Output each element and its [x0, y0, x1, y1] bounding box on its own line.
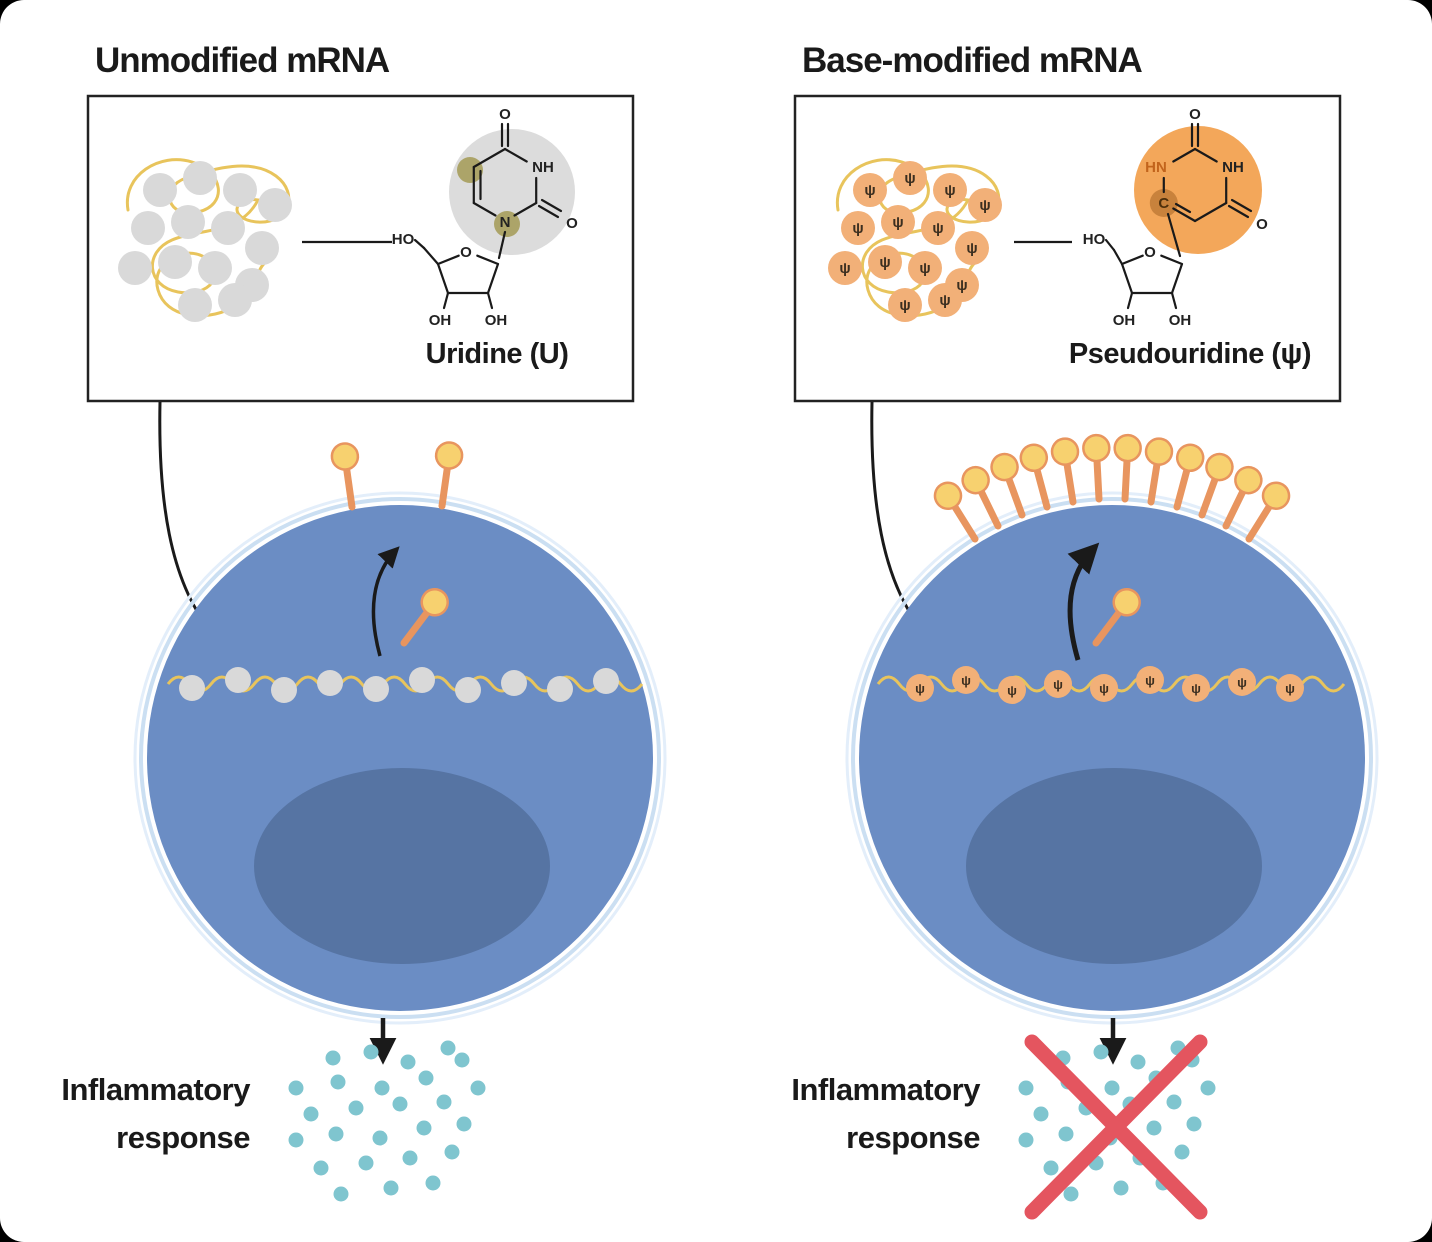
translation-arrow — [371, 546, 400, 657]
membrane-halo-outer — [133, 491, 667, 1025]
blocked-cross-icon — [1024, 1034, 1208, 1220]
svg-text:ψ: ψ — [1053, 677, 1063, 692]
receptor-pin-icon — [1083, 434, 1112, 499]
uridine-beads — [118, 161, 292, 322]
atom-o-side: O — [566, 215, 578, 232]
svg-text:ψ: ψ — [939, 292, 950, 309]
atom-c: C — [1158, 195, 1169, 212]
atom-n: N — [500, 214, 511, 231]
svg-text:ψ: ψ — [1285, 681, 1295, 696]
left-inset-box — [86, 94, 635, 403]
atom-nh: NH — [532, 159, 554, 176]
atom-oh-right: OH — [1169, 312, 1192, 329]
receptor-pin-icon — [429, 441, 464, 508]
uridine-molecule: O NH O N HO O OH OH — [392, 106, 578, 329]
pseudouridine-label: Pseudouridine (ψ) — [1069, 338, 1311, 370]
uridine-bonds — [413, 122, 563, 310]
atom-o-side: O — [1256, 216, 1268, 233]
translation-arrow — [1067, 542, 1100, 661]
atom-nh: NH — [1222, 159, 1244, 176]
svg-text:ψ: ψ — [899, 297, 910, 314]
svg-text:ψ: ψ — [979, 197, 990, 214]
atom-o-top: O — [1189, 106, 1201, 123]
svg-text:ψ: ψ — [839, 260, 850, 277]
svg-text:ψ: ψ — [932, 220, 943, 237]
svg-text:ψ: ψ — [904, 170, 915, 187]
svg-text:ψ: ψ — [915, 681, 925, 696]
dark-orange-highlight-icon — [1149, 189, 1178, 217]
svg-text:ψ: ψ — [961, 673, 971, 688]
receptor-pin-icon — [1112, 434, 1141, 499]
svg-text:ψ: ψ — [879, 254, 890, 271]
svg-text:ψ: ψ — [1145, 673, 1155, 688]
svg-text:ψ: ψ — [1237, 675, 1247, 690]
left-response-label-line1: Inflammatory — [61, 1072, 251, 1107]
olive-highlight-icon — [457, 157, 483, 183]
svg-text:ψ: ψ — [852, 220, 863, 237]
atom-oh-right: OH — [485, 312, 508, 329]
receptor-pin-icon — [330, 442, 365, 509]
left-panel: Unmodified mRNA — [61, 41, 667, 1202]
right-inset-box — [793, 94, 1342, 403]
svg-text:ψ: ψ — [944, 182, 955, 199]
svg-text:ψ: ψ — [919, 260, 930, 277]
right-panel-title: Base-modified mRNA — [802, 41, 1143, 80]
right-response-label-line2: response — [846, 1120, 980, 1155]
atom-o-ring: O — [460, 244, 472, 261]
atom-o-ring: O — [1144, 244, 1156, 261]
membrane-halo — [851, 497, 1373, 1019]
svg-text:ψ: ψ — [1191, 681, 1201, 696]
svg-text:ψ: ψ — [892, 214, 903, 231]
uridine-label: Uridine (U) — [426, 338, 569, 370]
pseudouridine-bonds — [1104, 122, 1253, 310]
gray-highlight-circle — [449, 129, 575, 255]
membrane-halo — [139, 497, 661, 1019]
nucleus — [254, 768, 550, 964]
cytokine-dots — [288, 1040, 486, 1202]
left-cell — [133, 441, 667, 1025]
atom-ho: HO — [392, 231, 415, 248]
atom-hn: HN — [1145, 159, 1167, 176]
unmodified-mrna-blob — [118, 158, 292, 322]
left-panel-title: Unmodified mRNA — [95, 41, 390, 80]
right-delivery-arrow — [870, 401, 925, 634]
atom-oh-left: OH — [1113, 312, 1136, 329]
left-delivery-arrow — [158, 401, 213, 634]
svg-text:ψ: ψ — [956, 277, 967, 294]
left-response-label-line2: response — [116, 1120, 250, 1155]
svg-text:ψ: ψ — [1007, 683, 1017, 698]
olive-highlight-icon — [494, 211, 520, 237]
right-response-label-line1: Inflammatory — [791, 1072, 981, 1107]
atom-ho: HO — [1083, 231, 1106, 248]
atom-oh-left: OH — [429, 312, 452, 329]
svg-text:ψ: ψ — [966, 240, 977, 257]
strand-uridine-beads — [179, 667, 619, 703]
orange-highlight-circle — [1134, 126, 1262, 254]
nucleus — [966, 768, 1262, 964]
svg-text:ψ: ψ — [864, 182, 875, 199]
pseudouridine-molecule: O HN NH O C HO O OH OH — [1083, 106, 1268, 329]
atom-o-top: O — [499, 106, 511, 123]
svg-text:ψ: ψ — [1099, 681, 1109, 696]
